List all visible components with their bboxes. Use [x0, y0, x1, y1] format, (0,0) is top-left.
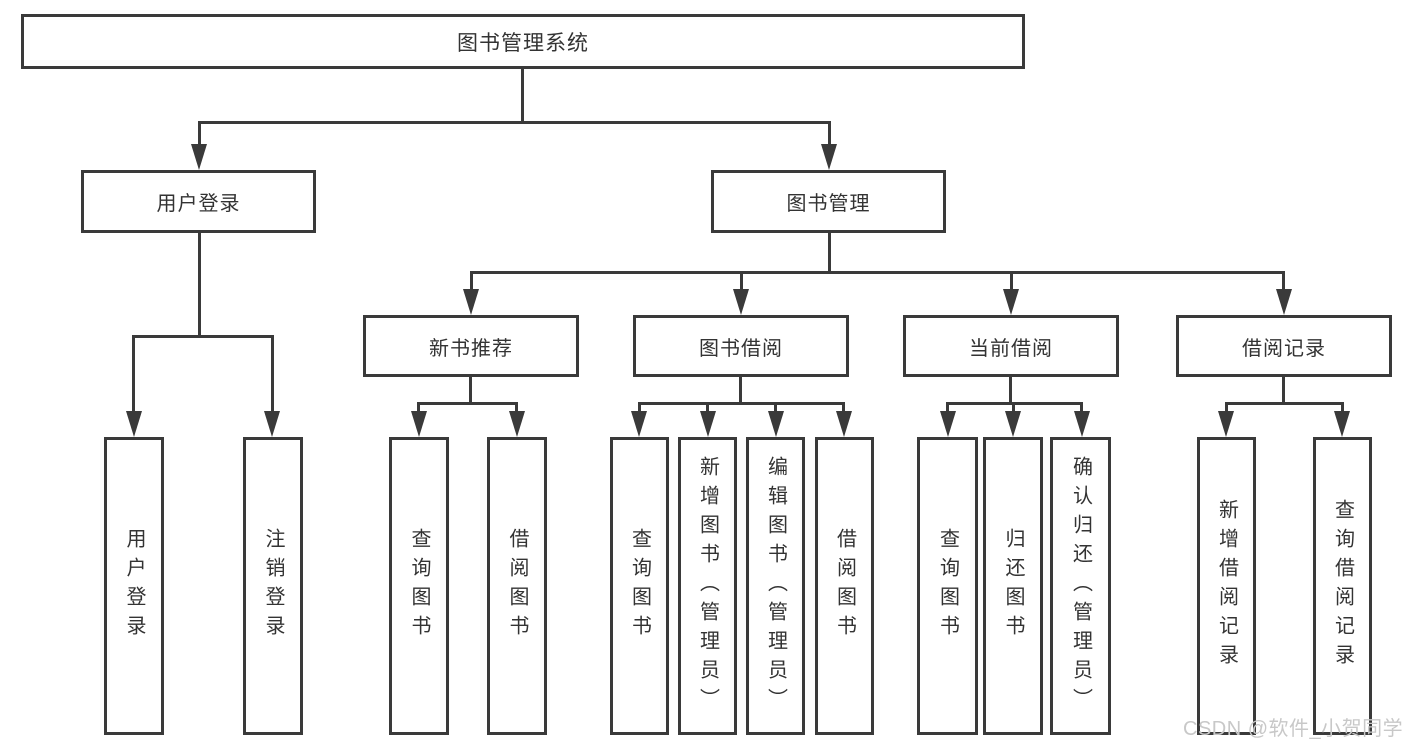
connector-g4-leaf3-stub [1080, 402, 1083, 414]
leaf-add-borrow-record: 新增借阅记录 [1197, 437, 1256, 735]
leaf-query-books-recommend: 查询图书 [389, 437, 449, 735]
connector-records-branch [1225, 402, 1344, 405]
leaf-add-books-admin: 新增图书（管理员） [678, 437, 737, 735]
leaf-user-login: 用户登录 [104, 437, 164, 735]
arrowhead-g4-leaf2 [1005, 411, 1021, 437]
arrowhead-g4-leaf1 [940, 411, 956, 437]
leaf-logout: 注销登录 [243, 437, 303, 735]
connector-borrow-stub [740, 271, 743, 291]
arrowhead-g2-leaf1 [411, 411, 427, 437]
arrowhead-current [1003, 289, 1019, 315]
connector-borrow-branch [638, 402, 844, 405]
connector-newbook-stub [470, 271, 473, 291]
connector-newbook-branch [417, 402, 518, 405]
connector-g4-leaf2-stub [1012, 402, 1015, 414]
connector-borrow-stem [739, 377, 742, 404]
connector-current-stem [1009, 377, 1012, 404]
connector-bookmgmt-branch [470, 271, 1284, 274]
arrowhead-g3-leaf1 [631, 411, 647, 437]
csdn-watermark: CSDN @软件_小贺同学 [1183, 718, 1404, 740]
node-current-borrowing: 当前借阅 [903, 315, 1119, 377]
connector-g5-leaf1-stub [1225, 402, 1228, 414]
connector-g3-leaf3-stub [774, 402, 777, 414]
connector-g5-leaf2-stub [1341, 402, 1344, 414]
node-borrowing-records: 借阅记录 [1176, 315, 1392, 377]
arrowhead-logout-leaf [264, 411, 280, 437]
connector-records-stub [1282, 271, 1285, 291]
connector-g2-leaf1-stub [417, 402, 420, 414]
leaf-borrow-books-recommend: 借阅图书 [487, 437, 547, 735]
connector-g3-leaf1-stub [638, 402, 641, 414]
arrowhead-records [1276, 289, 1292, 315]
arrowhead-g3-leaf3 [768, 411, 784, 437]
leaf-query-borrow-record: 查询借阅记录 [1313, 437, 1372, 735]
arrowhead-g5-leaf1 [1218, 411, 1234, 437]
connector-g2-leaf2-stub [515, 402, 518, 414]
leaf-query-books-current: 查询图书 [917, 437, 978, 735]
node-new-book-recommendation: 新书推荐 [363, 315, 579, 377]
connector-records-stem [1282, 377, 1285, 404]
arrowhead-login-leaf [126, 411, 142, 437]
arrowhead-user-login [191, 144, 207, 170]
connector-bookmgmt-stem [828, 233, 831, 274]
arrowhead-g2-leaf2 [509, 411, 525, 437]
node-book-management: 图书管理 [711, 170, 946, 233]
connector-book-mgmt-stub [828, 121, 831, 148]
connector-userlogin-stem [198, 233, 201, 337]
connector-g4-leaf1-stub [946, 402, 949, 414]
connector-g3-leaf4-stub [842, 402, 845, 414]
connector-userlogin-leaf2-stub [271, 335, 274, 415]
arrowhead-g3-leaf4 [836, 411, 852, 437]
connector-root-stem [521, 69, 524, 123]
leaf-confirm-return-admin: 确认归还（管理员） [1050, 437, 1111, 735]
connector-g3-leaf2-stub [706, 402, 709, 414]
connector-userlogin-branch [132, 335, 274, 338]
arrowhead-g5-leaf2 [1334, 411, 1350, 437]
arrowhead-g4-leaf3 [1074, 411, 1090, 437]
leaf-query-books-borrow: 查询图书 [610, 437, 669, 735]
leaf-borrow-books: 借阅图书 [815, 437, 874, 735]
node-book-borrowing: 图书借阅 [633, 315, 849, 377]
connector-newbook-stem [469, 377, 472, 404]
arrowhead-book-mgmt [821, 144, 837, 170]
connector-root-branch [198, 121, 831, 124]
node-user-login: 用户登录 [81, 170, 316, 233]
connector-user-login-stub [198, 121, 201, 148]
leaf-return-books: 归还图书 [983, 437, 1043, 735]
arrowhead-g3-leaf2 [700, 411, 716, 437]
arrowhead-borrow [733, 289, 749, 315]
leaf-edit-books-admin: 编辑图书（管理员） [746, 437, 805, 735]
node-library-management-system: 图书管理系统 [21, 14, 1025, 69]
connector-current-stub [1010, 271, 1013, 291]
connector-userlogin-leaf1-stub [132, 335, 135, 415]
arrowhead-newbook [463, 289, 479, 315]
